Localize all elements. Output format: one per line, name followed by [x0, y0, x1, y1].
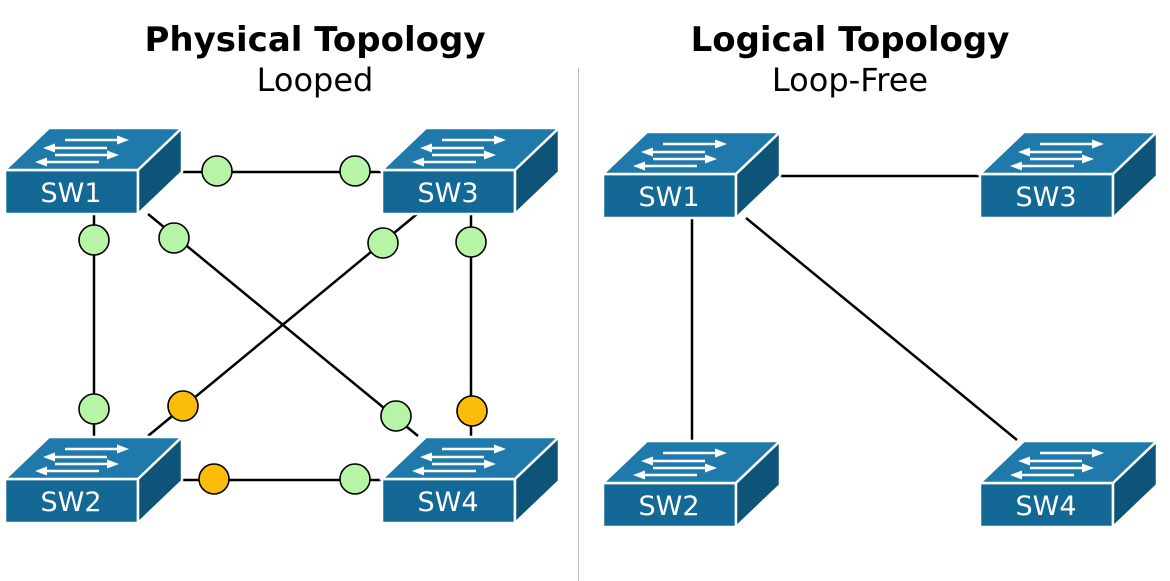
port-states: [78, 155, 488, 495]
switch-label: SW2: [638, 491, 699, 522]
port-forwarding: [339, 155, 371, 187]
logical-links: [690, 174, 1018, 442]
physical-links: [92, 170, 473, 482]
port-blocking: [198, 463, 230, 495]
link-sw1-sw4: [745, 217, 1018, 441]
port-forwarding: [380, 400, 412, 432]
logical-topology-subtitle: Loop-Free: [771, 61, 929, 99]
switch-label: SW1: [638, 182, 699, 213]
panel-divider: [578, 68, 579, 581]
physical-topology-heading: Physical Topology Looped: [80, 20, 550, 100]
switch-l-sw3: SW3: [978, 130, 1159, 220]
port-forwarding: [78, 393, 110, 425]
switch-label: SW4: [1015, 491, 1076, 522]
physical-topology-subtitle: Looped: [256, 61, 374, 99]
port-forwarding: [78, 224, 110, 256]
switch-l-sw1: SW1: [601, 130, 782, 220]
port-forwarding: [201, 155, 233, 187]
switch-l-sw2: SW2: [601, 439, 782, 529]
switch-label: SW1: [40, 178, 101, 209]
port-blocking: [456, 395, 488, 427]
port-forwarding: [367, 227, 399, 259]
switch-p-sw4: SW4: [380, 435, 561, 525]
switch-label: SW3: [1015, 182, 1076, 213]
port-forwarding: [455, 226, 487, 258]
physical-topology-title: Physical Topology: [144, 20, 486, 60]
switch-label: SW3: [417, 178, 478, 209]
port-blocking: [167, 390, 199, 422]
switch-l-sw4: SW4: [978, 439, 1159, 529]
switch-label: SW2: [40, 487, 101, 518]
switch-label: SW4: [417, 487, 478, 518]
port-forwarding: [339, 463, 371, 495]
logical-topology-title: Logical Topology: [690, 20, 1010, 60]
switch-p-sw2: SW2: [3, 435, 184, 525]
port-forwarding: [158, 222, 190, 254]
switch-p-sw1: SW1: [3, 126, 184, 216]
switch-p-sw3: SW3: [380, 126, 561, 216]
logical-topology-heading: Logical Topology Loop-Free: [615, 20, 1085, 100]
